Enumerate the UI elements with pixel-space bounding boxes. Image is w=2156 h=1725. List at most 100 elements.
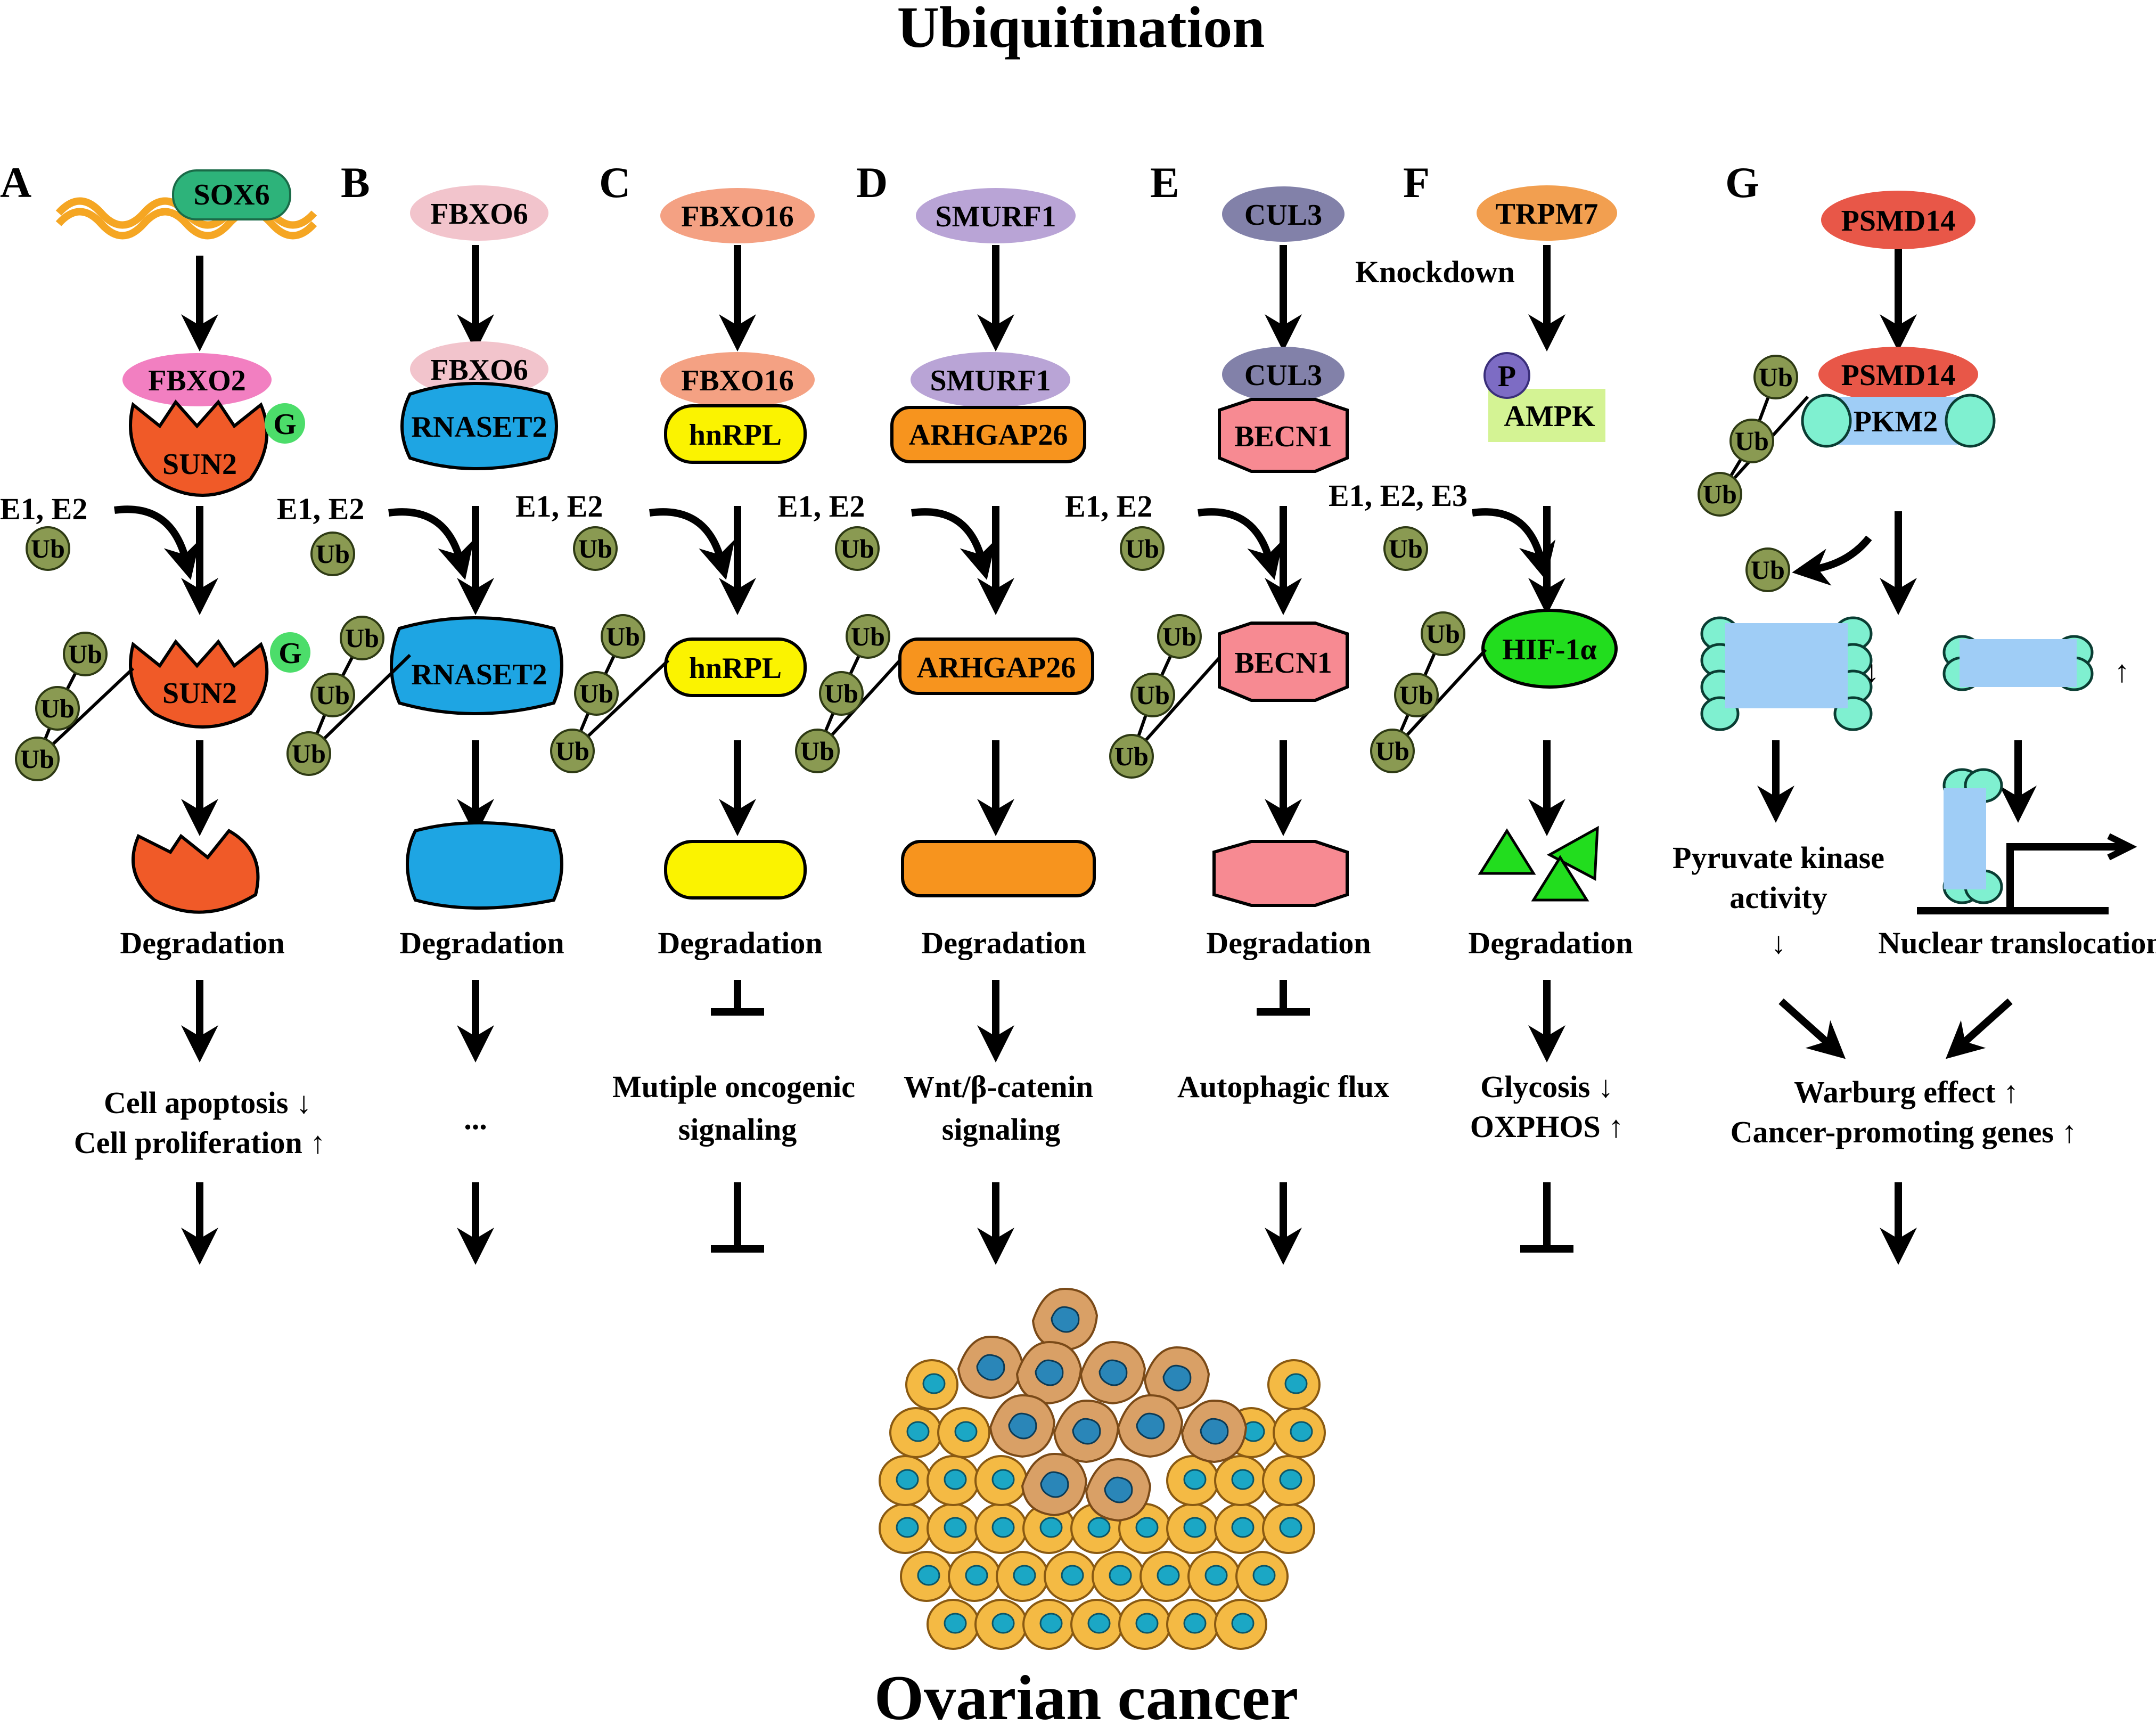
panel-e-letter: E [1150, 158, 1179, 207]
psmd14-ellipse-2 [1818, 347, 1978, 402]
glyco-label-1: G [273, 408, 297, 441]
enzymes-label-d: E1, E2 [777, 489, 865, 524]
enzymes-label-a: E1, E2 [0, 492, 87, 526]
chain-c-ub-2 [550, 729, 595, 773]
hnrpl-box-1 [664, 404, 807, 464]
enzyme-curve-0 [114, 505, 200, 580]
outcome-g-line1: Warburg effect ↑ [1794, 1075, 2019, 1109]
knockdown-label: Knockdown [1355, 255, 1515, 289]
hif1a-fragment-3 [1531, 855, 1589, 902]
chain-a-ub-2-label: Ub [20, 744, 54, 774]
pkm2-nuclear [1944, 788, 1986, 889]
tumor-nucleus-5-0 [922, 1373, 946, 1394]
rnaset2-protein-ub [390, 616, 563, 715]
panel-b-letter: B [341, 158, 370, 207]
fbxo2-label: FBXO2 [148, 364, 246, 397]
degradation-label-d: Degradation [921, 926, 1086, 960]
chain-f-ub-0-label: Ub [1426, 619, 1460, 649]
chain-e-ub-2-label: Ub [1114, 741, 1149, 771]
pk-activity-line1: Pyruvate kinase [1673, 840, 1884, 875]
free-ub-0 [26, 526, 70, 571]
pkm2-label: PKM2 [1854, 405, 1938, 438]
phospho-label: P [1498, 360, 1516, 393]
outcome-c-line1: Mutiple oncogenic [612, 1069, 855, 1104]
pathway-arrows [114, 245, 2037, 1265]
sox6-box [172, 169, 291, 220]
cul3-label-1: CUL3 [1244, 199, 1322, 232]
outcome-c-line2: signaling [678, 1112, 797, 1147]
malignant-nucleus-7 [1136, 1412, 1165, 1440]
free-ub-4 [1120, 526, 1165, 571]
figure-title: Ubiquitination [897, 0, 1265, 60]
tumor-nucleus-2-2 [991, 1517, 1015, 1538]
ampk-label: AMPK [1504, 400, 1595, 433]
malignant-nucleus-10 [1104, 1476, 1133, 1503]
pkm2-tetramer [1725, 623, 1848, 708]
pkm2-bead-right [1945, 394, 1996, 448]
chain-f-ub-1 [1394, 673, 1439, 717]
arhgap26-label-1: ARHGAP26 [909, 419, 1068, 452]
trpm7-ellipse [1477, 185, 1617, 241]
released-ub-g [1745, 547, 1790, 592]
ub-release-arrow [1792, 535, 1872, 586]
tumor-nucleus-2-1 [944, 1517, 967, 1538]
panel-a: SOX6 FBXO2 SUN2 G E1, E2 SUN2 G Degradat… [0, 169, 325, 1160]
free-ub-3-label: Ub [840, 534, 874, 563]
becn1-hexagon-1 [1218, 398, 1349, 473]
outcome-g-line2: Cancer-promoting genes ↑ [1731, 1115, 2077, 1149]
tumor-nucleus-1-3 [1061, 1565, 1084, 1586]
hnrpl-label-2: hnRPL [689, 652, 782, 685]
arhgap26-degraded [901, 840, 1096, 897]
tumor-nucleus-2-7 [1231, 1517, 1255, 1538]
tumor-nucleus-5-1 [1284, 1373, 1308, 1394]
enzymes-label-c: E1, E2 [515, 489, 603, 524]
tumor-nucleus-3-1 [944, 1469, 967, 1490]
malignant-nucleus-4 [1162, 1364, 1192, 1392]
tumor-nucleus-1-2 [1013, 1565, 1036, 1586]
malignant-nucleus-8 [1200, 1418, 1229, 1445]
psmd14-ellipse-1 [1821, 191, 1975, 249]
tumor-nucleus-3-2 [991, 1469, 1015, 1490]
tumor-nucleus-4-3 [1290, 1421, 1313, 1442]
chain-g-ub-2 [1698, 472, 1742, 517]
rnaset2-protein [400, 382, 558, 470]
cul3-label-2: CUL3 [1244, 359, 1322, 392]
chain-e-ub-0-label: Ub [1162, 622, 1196, 651]
enzyme-curve-5 [1472, 508, 1556, 581]
panel-b: FBXO6 FBXO6 RNASET2 E1, E2 RNASET2 Degra… [277, 185, 564, 1136]
degradation-label-f: Degradation [1468, 926, 1633, 960]
chain-b-ub-1-label: Ub [316, 680, 350, 710]
tumor-nucleus-2-4 [1087, 1517, 1111, 1538]
becn1-hexagon-2 [1218, 622, 1349, 702]
chain-b-ub-0-label: Ub [345, 623, 379, 653]
fbxo16-ellipse-2 [660, 352, 815, 407]
fbxo6-label-2: FBXO6 [430, 354, 528, 387]
tumor-nucleus-2-5 [1135, 1517, 1159, 1538]
free-ub-3 [835, 526, 880, 571]
tumor-nucleus-1-6 [1204, 1565, 1228, 1586]
tumor-nucleus-2-6 [1183, 1517, 1207, 1538]
tumor-nucleus-3-3 [1183, 1469, 1207, 1490]
arhgap26-box-1 [890, 406, 1086, 463]
free-ub-1-label: Ub [316, 539, 350, 569]
becn1-label-2: BECN1 [1234, 647, 1332, 680]
fbxo16-ellipse-1 [660, 188, 815, 243]
rnaset2-label-2: RNASET2 [411, 658, 547, 691]
free-ub-4-label: Ub [1125, 534, 1159, 563]
hnrpl-degraded [664, 840, 807, 900]
fbxo2-ellipse [122, 353, 272, 406]
pk-activity-line2: activity [1729, 880, 1827, 915]
chain-f-ub-1-label: Ub [1399, 680, 1433, 710]
tumor-nucleus-3-5 [1279, 1469, 1302, 1490]
panel-a-letter: A [0, 158, 31, 207]
tumor-nucleus-1-4 [1109, 1565, 1132, 1586]
tumor-nucleus-0-6 [1231, 1613, 1255, 1634]
degradation-label-b: Degradation [399, 926, 564, 960]
enzyme-curve-1 [388, 508, 474, 580]
dimer-trend: ↑ [2114, 654, 2130, 689]
fbxo16-label-1: FBXO16 [681, 200, 794, 233]
glyco-circle-2 [270, 632, 310, 673]
pkm2-bead-left [1801, 394, 1852, 448]
